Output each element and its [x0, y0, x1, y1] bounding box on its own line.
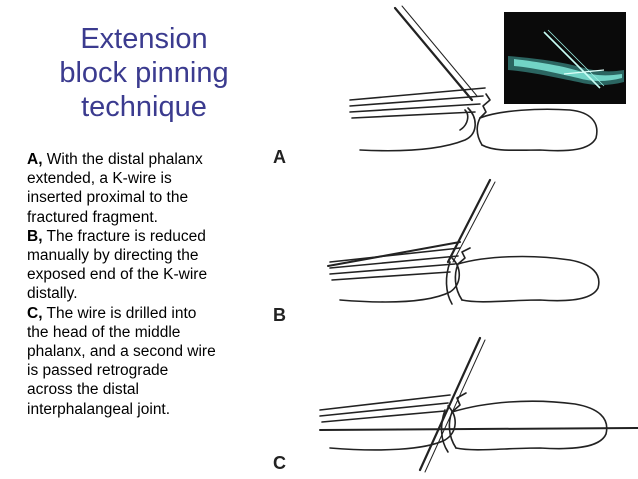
- figure-label-c: C: [273, 453, 286, 473]
- desc-line: inserted proximal to the: [27, 189, 189, 207]
- desc-line: exposed end of the K-wire: [27, 266, 208, 284]
- desc-line: across the distal: [27, 381, 139, 399]
- desc-line: B, The fracture is reduced: [27, 227, 206, 245]
- pinning-illustration: [319, 5, 638, 473]
- label-c: C,: [27, 304, 43, 322]
- desc-line: C, The wire is drilled into: [27, 304, 197, 322]
- label-b: B,: [27, 227, 43, 245]
- xray-image: [504, 12, 626, 104]
- title-line-1: Extension: [80, 23, 208, 55]
- desc-line: interphalangeal joint.: [27, 400, 171, 418]
- desc-line: fractured fragment.: [27, 208, 158, 226]
- desc-line: A, With the distal phalanx: [27, 151, 203, 168]
- stage-c-drawing: [319, 336, 638, 473]
- slide-title: Extension block pinning technique: [28, 22, 260, 124]
- title-line-2: block pinning: [59, 57, 229, 89]
- figure-label-a: A: [273, 147, 286, 167]
- stage-a-drawing: [349, 5, 598, 152]
- title-line-3: technique: [81, 91, 207, 123]
- label-a: A,: [27, 151, 43, 168]
- description-text: A, With the distal phalanx extended, a K…: [27, 150, 277, 419]
- desc-line: phalanx, and a second wire: [27, 343, 216, 361]
- desc-line: extended, a K-wire is: [27, 170, 172, 188]
- stage-b-drawing: [327, 178, 600, 305]
- desc-line: the head of the middle: [27, 323, 181, 341]
- desc-line: distally.: [27, 285, 78, 303]
- figure-label-b: B: [273, 305, 286, 325]
- desc-line: manually by directing the: [27, 247, 199, 265]
- desc-line: is passed retrograde: [27, 362, 169, 380]
